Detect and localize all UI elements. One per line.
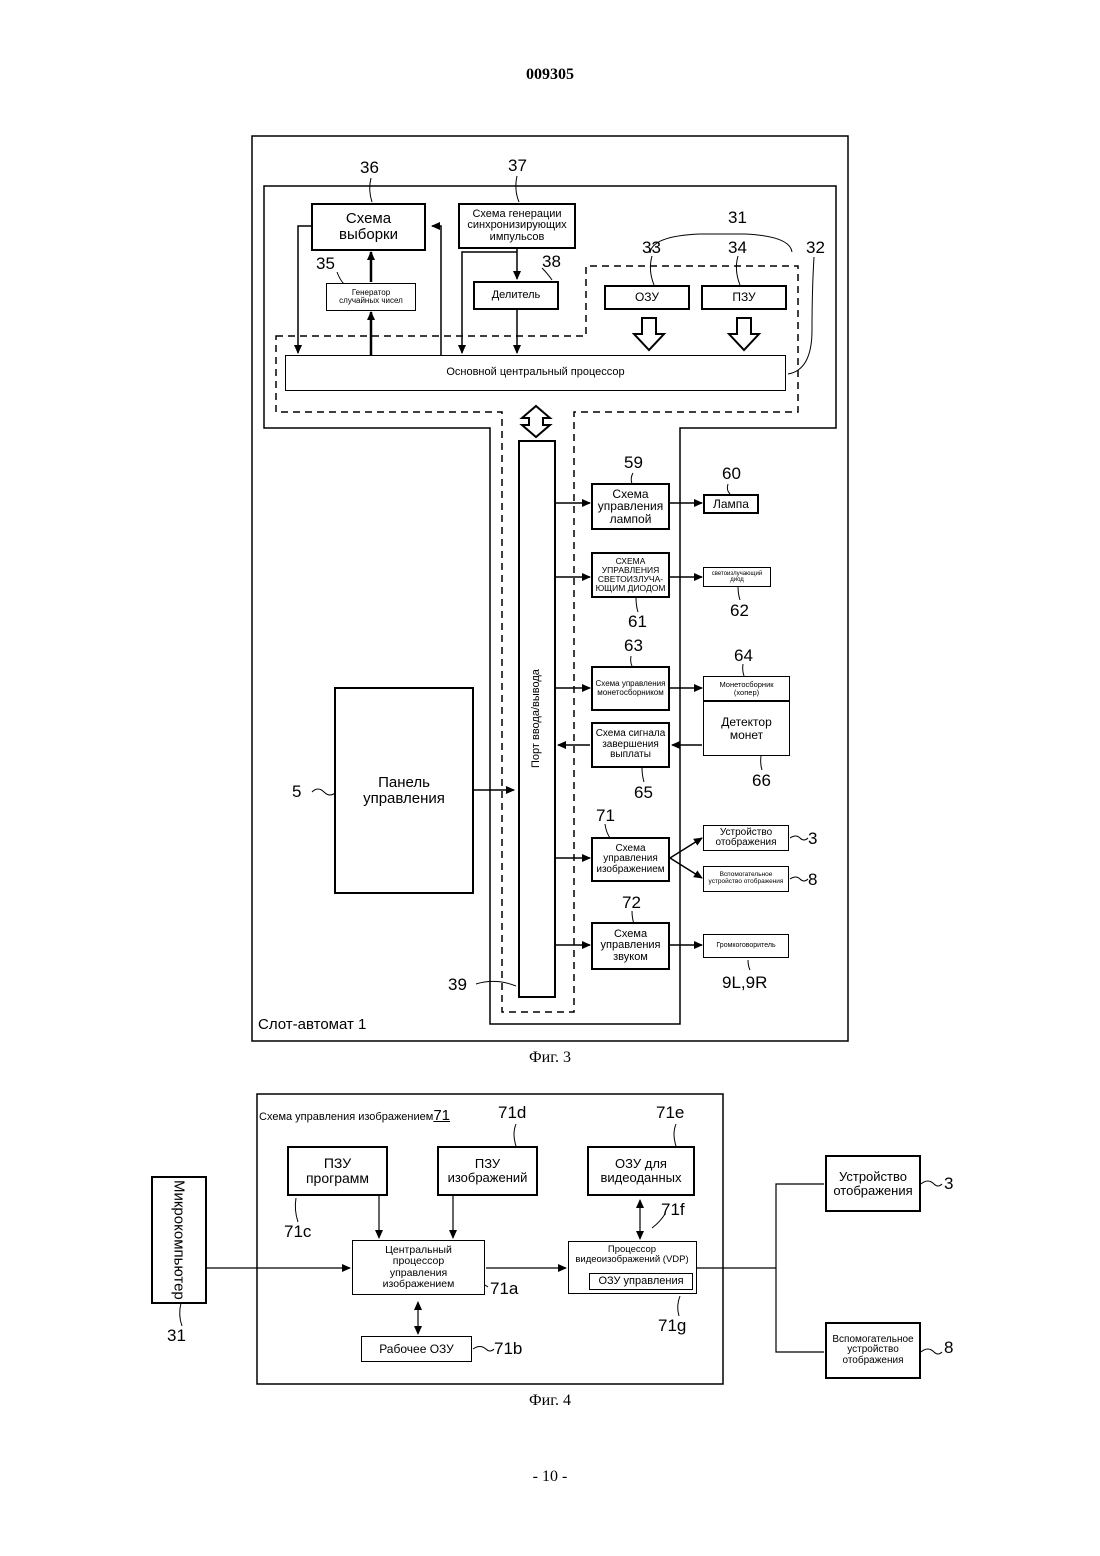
control-ram-box: ОЗУ управления <box>589 1273 693 1290</box>
ref-71c: 71c <box>284 1222 311 1242</box>
vdp-label: Процессор видеоизображений (VDP) <box>573 1245 691 1266</box>
image-cpu-box: Центральный процессор управления изображ… <box>352 1240 485 1295</box>
fig4-frame <box>257 1094 723 1384</box>
ref-31-fig4: 31 <box>167 1326 186 1346</box>
fig4-title-text: Схема управления изображением <box>259 1111 433 1123</box>
fig4-title: Схема управления изображением71 <box>259 1107 450 1124</box>
ref-71g: 71g <box>658 1316 686 1336</box>
ref-71d: 71d <box>498 1103 526 1123</box>
ref-3-fig4: 3 <box>944 1174 953 1194</box>
microcomputer-box: Микрокомпьютер <box>151 1176 207 1304</box>
page-number: - 10 - <box>0 1468 1100 1486</box>
ref-8-fig4: 8 <box>944 1338 953 1358</box>
image-rom-box: ПЗУ изображений <box>437 1146 538 1196</box>
display-box-fig4: Устройство отображения <box>825 1155 921 1212</box>
ref-71a: 71a <box>490 1279 518 1299</box>
work-ram-box: Рабочее ОЗУ <box>361 1336 472 1362</box>
fig4-title-ref: 71 <box>433 1107 450 1124</box>
ref-71b: 71b <box>494 1339 522 1359</box>
ref-71e: 71e <box>656 1103 684 1123</box>
video-ram-box: ОЗУ для видеоданных <box>587 1146 695 1196</box>
fig4-caption: Фиг. 4 <box>0 1392 1100 1410</box>
program-rom-box: ПЗУ программ <box>287 1146 388 1196</box>
sub-display-box-fig4: Вспомогательное устройство отображения <box>825 1322 921 1379</box>
ref-71f: 71f <box>661 1200 685 1220</box>
vdp-box: Процессор видеоизображений (VDP) ОЗУ упр… <box>568 1241 697 1294</box>
